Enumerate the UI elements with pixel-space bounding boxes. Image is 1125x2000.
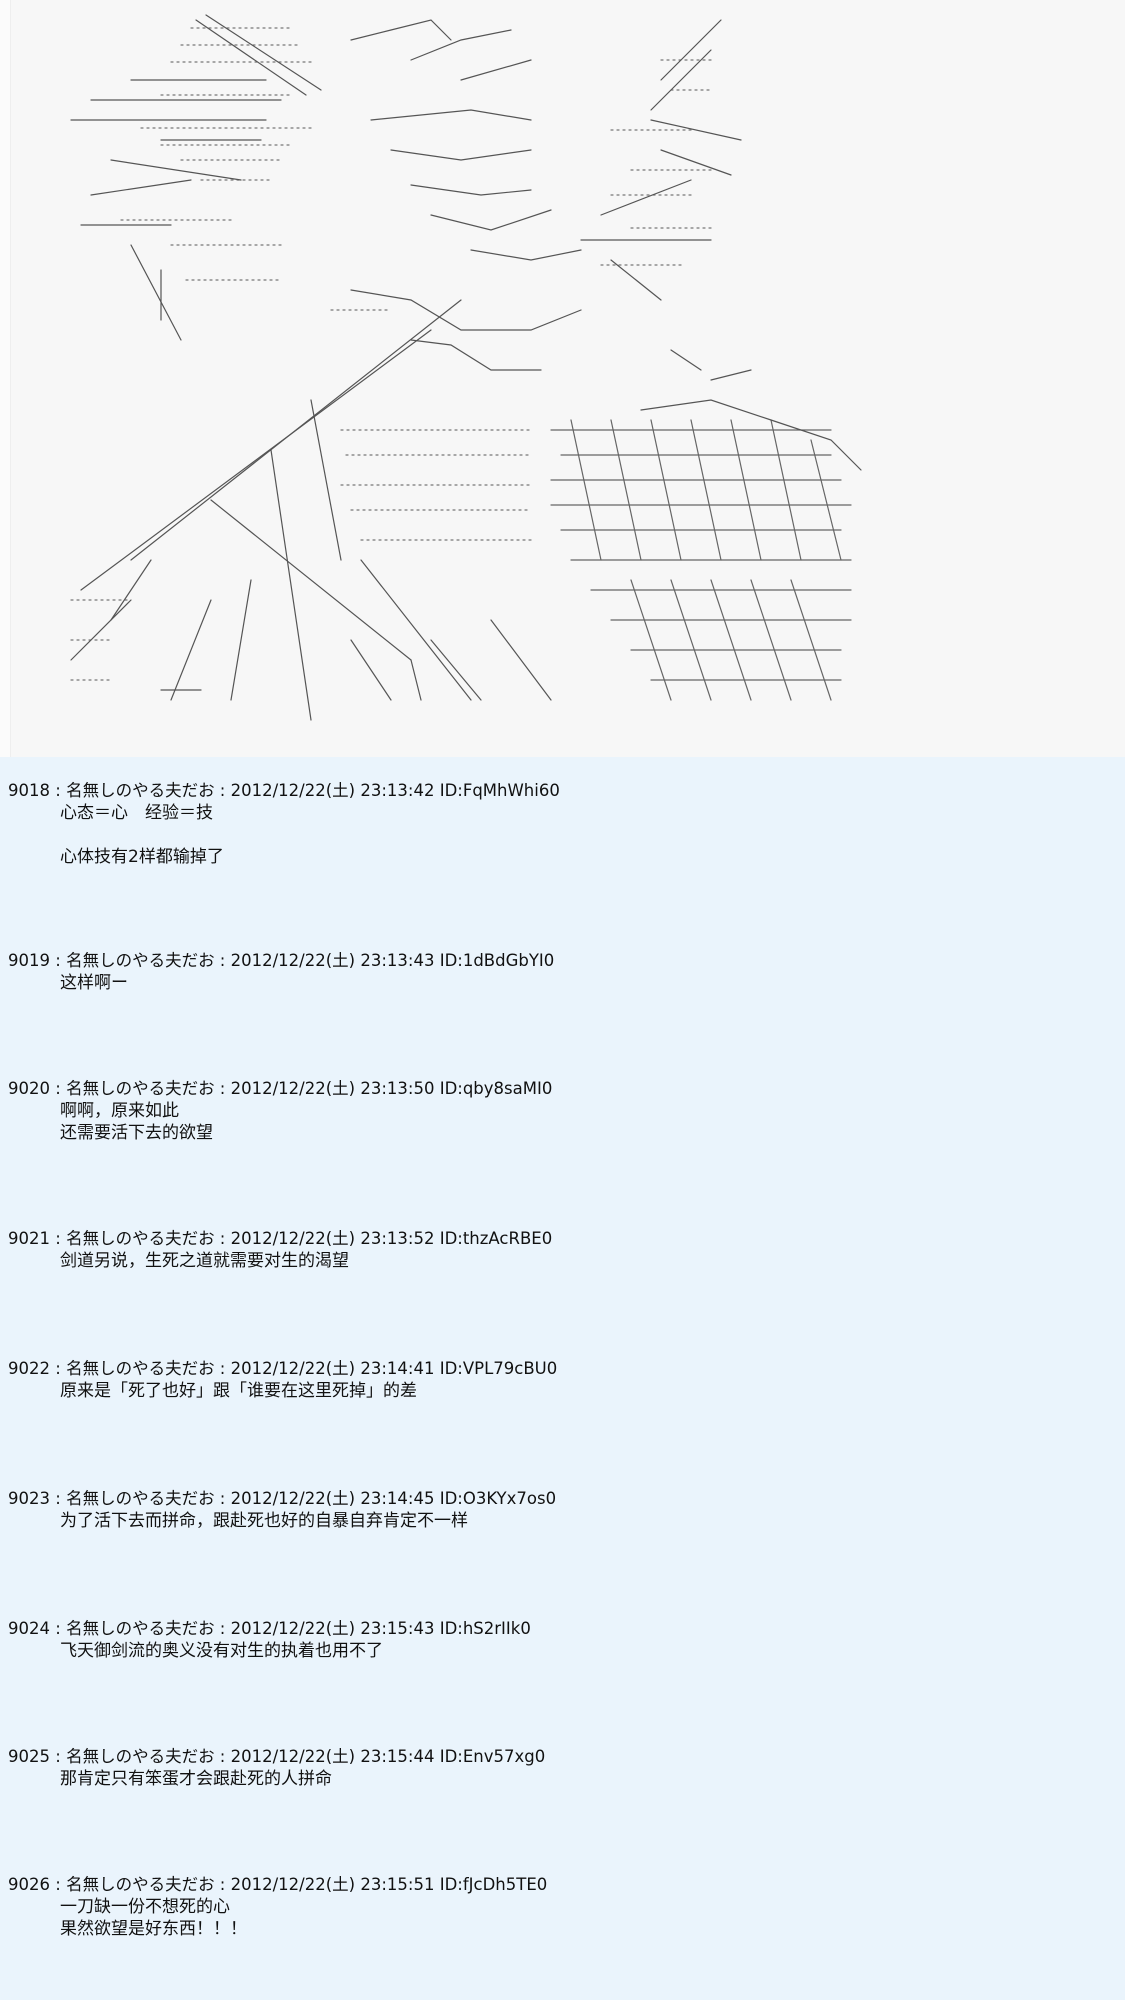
post-text: 心态＝心 经验＝技 xyxy=(60,803,213,823)
post-id: ID:1dBdGbYI0 xyxy=(439,951,555,970)
ascii-art-illustration xyxy=(70,14,862,721)
post-body: 这样啊ー xyxy=(60,972,128,994)
post-header: 9020 : 名無しのやる夫だお : 2012/12/22(土) 23:13:5… xyxy=(8,1079,553,1098)
post-text: 还需要活下去的欲望 xyxy=(60,1123,213,1143)
post-body: 心态＝心 经验＝技 心体技有2样都输掉了 xyxy=(60,802,224,868)
post-author: 名無しのやる夫だお xyxy=(66,951,215,970)
post-author: 名無しのやる夫だお xyxy=(66,1359,215,1378)
post-id: ID:qby8saMI0 xyxy=(439,1079,553,1098)
post-date: 2012/12/22(土) 23:14:41 xyxy=(230,1359,435,1378)
post-number: 9020 xyxy=(8,1079,50,1098)
post-text: 心体技有2样都输掉了 xyxy=(60,847,224,867)
post-author: 名無しのやる夫だお xyxy=(66,1079,215,1098)
post-body: 原来是「死了也好」跟「谁要在这里死掉」的差 xyxy=(60,1380,417,1402)
post-number: 9024 xyxy=(8,1619,50,1638)
post-body: 飞天御剑流的奥义没有对生的执着也用不了 xyxy=(60,1640,383,1662)
post-date: 2012/12/22(土) 23:13:50 xyxy=(230,1079,435,1098)
post-id: ID:VPL79cBU0 xyxy=(439,1359,558,1378)
post-header: 9025 : 名無しのやる夫だお : 2012/12/22(土) 23:15:4… xyxy=(8,1747,546,1766)
post-header: 9019 : 名無しのやる夫だお : 2012/12/22(土) 23:13:4… xyxy=(8,951,555,970)
post-text: 啊啊，原来如此 xyxy=(60,1101,179,1121)
post-text: 为了活下去而拼命，跟赴死也好的自暴自弃肯定不一样 xyxy=(60,1511,468,1531)
post-text: 果然欲望是好东西！！！ xyxy=(60,1919,247,1939)
post-text: 原来是「死了也好」跟「谁要在这里死掉」的差 xyxy=(60,1381,417,1401)
post-text: 剑道另说，生死之道就需要对生的渴望 xyxy=(60,1251,349,1271)
post-author: 名無しのやる夫だお xyxy=(66,1619,215,1638)
post-date: 2012/12/22(土) 23:13:43 xyxy=(230,951,435,970)
post-author: 名無しのやる夫だお xyxy=(66,1747,215,1766)
post-number: 9021 xyxy=(8,1229,50,1248)
post-text: 一刀缺一份不想死的心 xyxy=(60,1897,230,1917)
post-date: 2012/12/22(土) 23:14:45 xyxy=(230,1489,435,1508)
post-author: 名無しのやる夫だお xyxy=(66,1489,215,1508)
post-number: 9018 xyxy=(8,781,50,800)
post-text: 那肯定只有笨蛋才会跟赴死的人拼命 xyxy=(60,1769,332,1789)
post-author: 名無しのやる夫だお xyxy=(66,781,215,800)
post-date: 2012/12/22(土) 23:15:43 xyxy=(230,1619,435,1638)
post-date: 2012/12/22(土) 23:13:52 xyxy=(230,1229,435,1248)
post-body: 一刀缺一份不想死的心 果然欲望是好东西！！！ xyxy=(60,1896,247,1940)
post-id: ID:FqMhWhi60 xyxy=(439,781,560,800)
post-author: 名無しのやる夫だお xyxy=(66,1875,215,1894)
post-id: ID:fJcDh5TE0 xyxy=(439,1875,548,1894)
post-date: 2012/12/22(土) 23:13:42 xyxy=(230,781,435,800)
post-number: 9019 xyxy=(8,951,50,970)
post-id: ID:thzAcRBE0 xyxy=(439,1229,553,1248)
post-date: 2012/12/22(土) 23:15:44 xyxy=(230,1747,435,1766)
ascii-art-panel xyxy=(0,0,1125,757)
post-author: 名無しのやる夫だお xyxy=(66,1229,215,1248)
post-number: 9026 xyxy=(8,1875,50,1894)
post-text: 这样啊ー xyxy=(60,973,128,993)
post-body: 那肯定只有笨蛋才会跟赴死的人拼命 xyxy=(60,1768,332,1790)
post-id: ID:Env57xg0 xyxy=(439,1747,546,1766)
post-id: ID:hS2rIIk0 xyxy=(439,1619,531,1638)
post-text: 飞天御剑流的奥义没有对生的执着也用不了 xyxy=(60,1641,383,1661)
post-header: 9021 : 名無しのやる夫だお : 2012/12/22(土) 23:13:5… xyxy=(8,1229,553,1248)
post-header: 9023 : 名無しのやる夫だお : 2012/12/22(土) 23:14:4… xyxy=(8,1489,557,1508)
post-number: 9022 xyxy=(8,1359,50,1378)
ascii-art-frame xyxy=(10,0,1125,757)
thread-posts: 9018 : 名無しのやる夫だお : 2012/12/22(土) 23:13:4… xyxy=(0,757,1125,2000)
post-header: 9024 : 名無しのやる夫だお : 2012/12/22(土) 23:15:4… xyxy=(8,1619,531,1638)
post-body: 啊啊，原来如此 还需要活下去的欲望 xyxy=(60,1100,213,1144)
post-header: 9022 : 名無しのやる夫だお : 2012/12/22(土) 23:14:4… xyxy=(8,1359,558,1378)
post-id: ID:O3KYx7os0 xyxy=(439,1489,557,1508)
post-header: 9018 : 名無しのやる夫だお : 2012/12/22(土) 23:13:4… xyxy=(8,781,560,800)
post-body: 剑道另说，生死之道就需要对生的渴望 xyxy=(60,1250,349,1272)
post-body: 为了活下去而拼命，跟赴死也好的自暴自弃肯定不一样 xyxy=(60,1510,468,1532)
post-text xyxy=(60,824,224,846)
post-date: 2012/12/22(土) 23:15:51 xyxy=(230,1875,435,1894)
post-number: 9023 xyxy=(8,1489,50,1508)
post-header: 9026 : 名無しのやる夫だお : 2012/12/22(土) 23:15:5… xyxy=(8,1875,548,1894)
post-number: 9025 xyxy=(8,1747,50,1766)
